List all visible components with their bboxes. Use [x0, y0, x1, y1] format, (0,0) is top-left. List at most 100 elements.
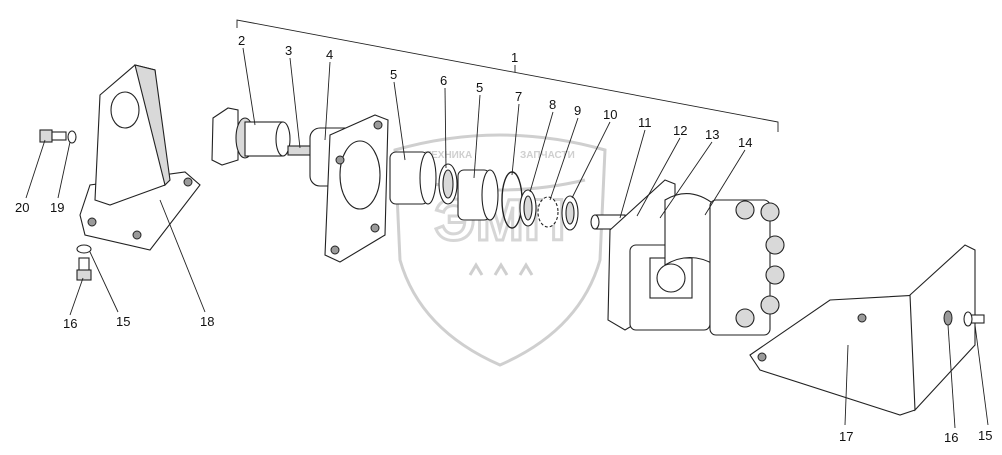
bracket-18-side [134, 64, 171, 187]
leader-8 [529, 111, 554, 193]
bolt-20-shank [51, 131, 67, 141]
pump-14-cap-1 [735, 200, 755, 220]
housing-4-hole-3 [330, 245, 340, 255]
watermark-shield-shape [393, 133, 607, 367]
callout-20: 20 [15, 200, 29, 215]
leader-13 [659, 141, 713, 219]
callout-7: 7 [515, 89, 522, 104]
bracket-18-hole [110, 91, 140, 129]
part-5-bushing-a [389, 151, 437, 205]
leader-15b [974, 324, 989, 426]
bracket-17-base [749, 294, 921, 416]
leader-lines [25, 47, 989, 429]
callout-13: 13 [705, 127, 719, 142]
callout-9: 9 [574, 103, 581, 118]
flange-2-plate [211, 107, 239, 166]
pump-14-cap-2 [760, 202, 780, 222]
callout-17: 17 [839, 429, 853, 444]
pump-14-port-hole [656, 263, 686, 293]
part-19-washer [67, 130, 77, 144]
leader-7 [511, 103, 520, 176]
pump-14-cap-5 [760, 295, 780, 315]
watermark-left-text: ТЕХНИКА [425, 150, 472, 161]
bracket-17-hole-1 [757, 352, 767, 362]
leader-3 [289, 57, 301, 149]
bushing-5b-face [481, 169, 499, 221]
leader-17 [844, 344, 849, 426]
part-8-ring-inner [523, 195, 533, 221]
part-4-housing [309, 114, 389, 263]
leader-20 [25, 139, 46, 199]
callout-1: 1 [511, 50, 518, 65]
part-6-ring-inner [442, 169, 454, 199]
watermark-wheat [468, 262, 534, 276]
bushing-5a-face [419, 151, 437, 205]
leader-15a [89, 251, 119, 313]
part-9-lock-washer [537, 196, 559, 228]
housing-4-hole-1 [335, 155, 345, 165]
part-5-bushing-b [457, 169, 499, 221]
housing-4-hole-4 [370, 223, 380, 233]
leader-5a [393, 81, 406, 161]
leader-16b [947, 324, 956, 429]
callout-18: 18 [200, 314, 214, 329]
leader-19 [57, 141, 71, 199]
bracket-17-upright [909, 244, 976, 412]
housing-4-hole-2 [373, 120, 383, 130]
callout-14: 14 [738, 135, 752, 150]
assembly-bracket [236, 19, 779, 132]
leader-11 [619, 129, 646, 219]
flange-2-end [275, 121, 291, 157]
bolt-16-head-left [76, 269, 92, 281]
leader-4 [324, 61, 331, 141]
callout-19: 19 [50, 200, 64, 215]
part-14-pump [607, 179, 785, 336]
callout-15-right: 15 [978, 428, 992, 443]
shaft-11-end [590, 214, 600, 230]
callout-4: 4 [326, 47, 333, 62]
callout-3: 3 [285, 43, 292, 58]
bracket-18-bolt-1 [87, 217, 97, 227]
leader-6 [444, 87, 447, 169]
callout-12: 12 [673, 123, 687, 138]
part-2-flanged-shaft [211, 107, 291, 166]
callout-2: 2 [238, 33, 245, 48]
callout-8: 8 [549, 97, 556, 112]
part-16-nut-right [943, 310, 953, 326]
leader-9 [549, 117, 579, 201]
part-16-bolt-left [76, 257, 92, 281]
callout-11: 11 [638, 115, 652, 130]
callout-15-left: 15 [116, 314, 130, 329]
part-15-washer-left [76, 244, 92, 254]
callout-5a: 5 [390, 67, 397, 82]
part-15-bolt-right [963, 311, 985, 327]
leader-2 [242, 47, 256, 126]
pump-14-cap-4 [765, 265, 785, 285]
part-17-right-bracket [749, 244, 976, 416]
bracket-17-hole-2 [857, 313, 867, 323]
callout-5b: 5 [476, 80, 483, 95]
callout-6: 6 [440, 73, 447, 88]
bolt-15-head-right [963, 311, 973, 327]
watermark-right-text: ЗАПЧАСТИ [520, 150, 575, 161]
leader-14 [704, 149, 746, 216]
leader-12 [636, 137, 681, 217]
bracket-18-bolt-3 [183, 177, 193, 187]
part-20-bolt [39, 129, 67, 143]
callout-16-right: 16 [944, 430, 958, 445]
leader-18 [159, 199, 206, 313]
leader-10 [571, 121, 611, 199]
pump-14-cap-6 [735, 308, 755, 328]
part-18-left-bracket [79, 64, 201, 251]
part-10-ring-inner [565, 201, 575, 225]
assembly-bracket-line [236, 19, 779, 132]
bracket-18-bolt-2 [132, 230, 142, 240]
leader-5b [473, 94, 481, 179]
callout-16-left: 16 [63, 316, 77, 331]
callout-labels: 1 2 3 4 5 6 5 7 8 9 10 11 12 13 14 20 19… [15, 33, 992, 445]
pump-14-bellows [664, 193, 716, 266]
bolt-20-head [39, 129, 53, 143]
pump-14-cap-3 [765, 235, 785, 255]
